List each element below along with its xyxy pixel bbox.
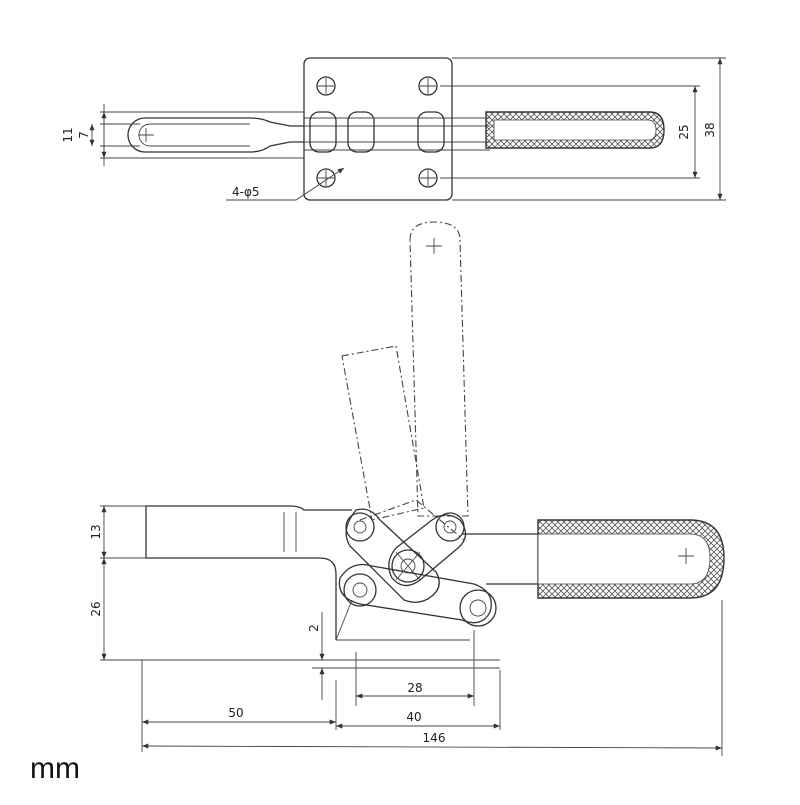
top-view: 11 7 25 38 4-φ5 [61, 57, 726, 201]
dim-label-7: 7 [77, 131, 91, 139]
dim-label-26: 26 [89, 601, 103, 616]
dim-label-40: 40 [406, 710, 421, 724]
top-mounting-hole [418, 76, 438, 96]
top-mounting-hole [316, 168, 336, 188]
dim-label-38: 38 [703, 122, 717, 137]
dim-label-25: 25 [677, 124, 691, 139]
spindle-open-position [341, 345, 425, 521]
dim-label-50: 50 [228, 706, 243, 720]
pivot-pin [391, 549, 425, 583]
top-mounting-hole [418, 168, 438, 188]
dim-label-2: 2 [307, 624, 321, 632]
top-link-block [347, 111, 375, 153]
top-linkage-rods [304, 117, 490, 151]
top-base-plate [303, 57, 453, 201]
dim-label-146: 146 [423, 731, 446, 745]
lower-link-plate [338, 563, 492, 624]
pivot-pin [345, 512, 375, 542]
hole-callout-label: 4-φ5 [232, 185, 260, 199]
unit-label: mm [30, 752, 80, 785]
top-link-block [309, 111, 337, 153]
top-spindle-arm [145, 117, 304, 127]
spindle-arm [146, 505, 352, 511]
linkage-plate [345, 508, 440, 603]
top-mounting-hole [316, 76, 336, 96]
pivot-pin [435, 512, 465, 542]
side-view: 13 26 2 28 50 40 146 [89, 221, 725, 756]
dim-label-13: 13 [89, 524, 103, 539]
top-link-block [417, 111, 445, 153]
pivot-pin [459, 589, 497, 627]
pivot-pin [343, 573, 377, 607]
dim-label-28: 28 [407, 681, 422, 695]
upper-link-plate [388, 514, 467, 587]
dim-label-11: 11 [61, 127, 75, 142]
handle-open-position [409, 221, 469, 517]
